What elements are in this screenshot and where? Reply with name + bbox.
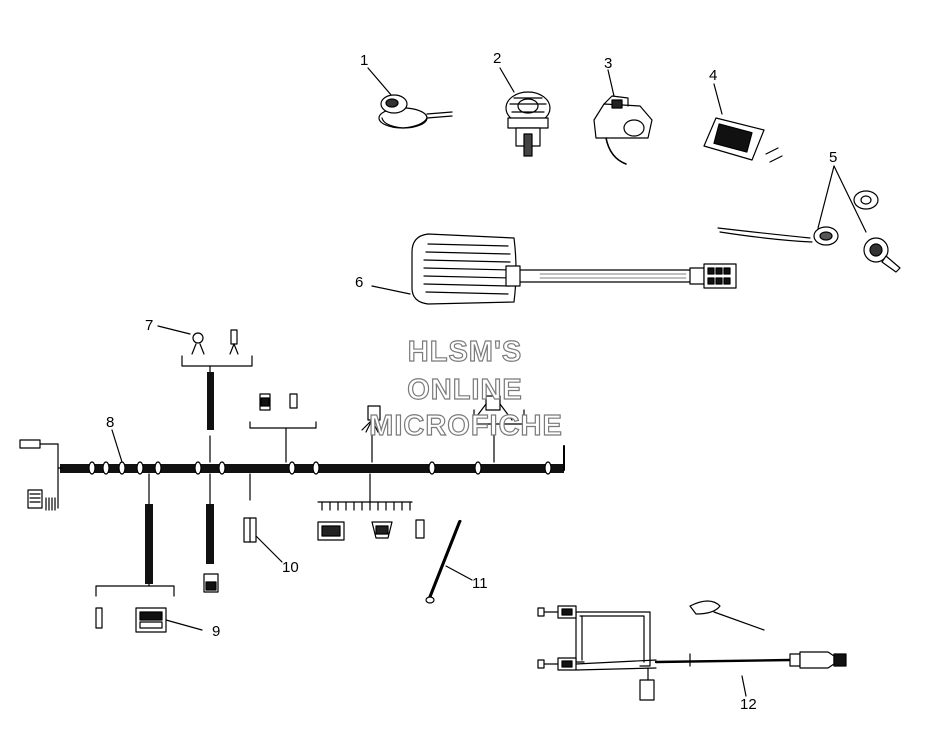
leader-3 [607,69,615,97]
part-5-sensor [717,165,901,273]
part-2-horn [499,67,551,157]
part-4-rocker-switch [703,83,783,163]
callout-3: 3 [604,55,613,72]
leader-5b [833,165,867,233]
callout-6: 6 [355,274,364,291]
callout-10: 10 [282,559,299,576]
part-10-boot [243,517,283,563]
leader-10 [255,535,283,563]
callout-8: 8 [106,414,115,431]
part-7-terminals [157,325,239,355]
leader-4 [713,83,723,115]
leader-6 [371,285,411,295]
leader-5a [817,165,835,229]
callout-11: 11 [472,575,488,592]
leader-7 [157,325,191,335]
part-9-connector [135,607,203,633]
part-1-switch [367,67,453,129]
watermark-line-3: MICROFICHE [369,410,563,442]
callout-9: 9 [212,623,221,640]
callout-5: 5 [829,149,838,166]
callout-1: 1 [360,52,369,69]
callout-2: 2 [493,50,502,67]
leader-12 [741,675,747,697]
callout-12: 12 [740,696,757,713]
watermark-line-2: ONLINE [407,374,523,406]
leader-1 [367,67,393,97]
part-11-tie [425,520,473,604]
part-6-module [371,233,737,305]
part-8-main-harness [19,355,565,629]
callout-4: 4 [709,67,718,84]
leader-11 [445,565,473,581]
part-12-sub-harness [537,600,847,701]
leader-2 [499,67,515,93]
leader-8 [111,429,123,463]
leader-9 [165,619,203,631]
part-3-switch-housing [593,69,653,165]
small-connectors [317,519,425,541]
callout-7: 7 [145,317,154,334]
watermark-line-1: HLSM'S [407,336,523,368]
